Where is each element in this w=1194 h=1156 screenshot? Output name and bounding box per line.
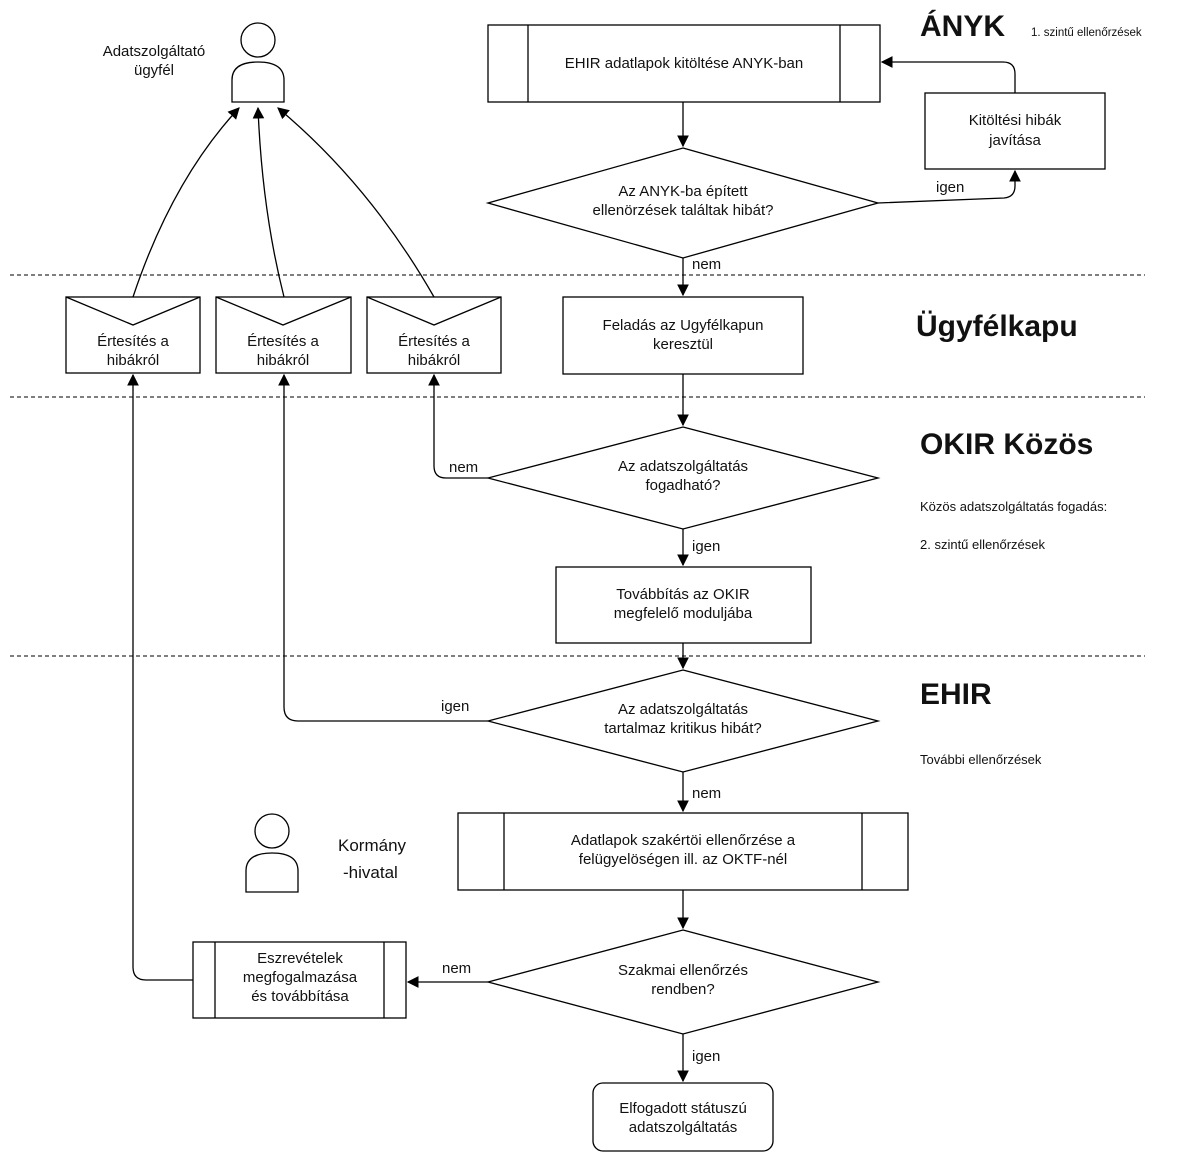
govoffice-actor-label-2: -hivatal: [343, 863, 398, 882]
professional-label-2: rendben?: [651, 981, 714, 998]
remarks-node: [192, 941, 407, 1019]
submit-label-2: keresztül: [653, 336, 713, 353]
edge-label-anyk-no: nem: [692, 256, 721, 273]
client-actor-label-1: Adatszolgáltató: [103, 43, 206, 60]
fix-errors-label-2: javítása: [988, 132, 1041, 149]
submit-label-1: Feladás az Ugyfélkapun: [603, 317, 764, 334]
notify-2-label-1: Értesítés a: [247, 333, 319, 350]
zone-note-okir-1: Közös adatszolgáltatás fogadás:: [920, 499, 1107, 514]
edge-label-critical-no: nem: [692, 785, 721, 802]
forward-node: [555, 566, 812, 644]
expert-check-label-2: felügyelöségen ill. az OKTF-nél: [579, 851, 787, 868]
expert-check-label-1: Adatlapok szakértöi ellenőrzése a: [571, 832, 796, 849]
forward-label-2: megfelelő moduljába: [614, 605, 753, 622]
zone-note-okir-2: 2. szintű ellenőrzések: [920, 537, 1046, 552]
zone-title-anyk: ÁNYK: [920, 9, 1005, 43]
edge-notify3-to-client: [277, 107, 435, 298]
edge-label-prof-no: nem: [442, 960, 471, 977]
zone-title-ugyfelkapu: Ügyfélkapu: [916, 310, 1078, 343]
zone-title-ehir: EHIR: [920, 678, 992, 711]
edge-label-critical-yes: igen: [441, 698, 469, 715]
edge-remarks-to-notify1: [127, 373, 193, 981]
critical-label-1: Az adatszolgáltatás: [618, 701, 748, 718]
notify-1-label-2: hibákról: [107, 352, 160, 369]
edge-label-accept-yes: igen: [692, 538, 720, 555]
fix-errors-label-1: Kitöltési hibák: [969, 112, 1062, 129]
accepted-label-2: adatszolgáltatás: [629, 1119, 737, 1136]
zone-note-ehir: További ellenőrzések: [920, 752, 1042, 767]
edge-notify2-to-client: [252, 106, 285, 298]
remarks-label-2: megfogalmazása: [243, 969, 358, 986]
forward-label-1: Továbbítás az OKIR: [616, 586, 750, 603]
edge-fix-to-fill: [880, 56, 1016, 93]
fill-forms-node: [487, 24, 881, 103]
acceptable-label-1: Az adatszolgáltatás: [618, 458, 748, 475]
notify-1-label-1: Értesítés a: [97, 333, 169, 350]
client-actor-icon: [231, 22, 285, 103]
notify-3-envelope-icon: [366, 296, 502, 374]
edge-label-accept-no: nem: [449, 459, 478, 476]
notify-2-label-2: hibákról: [257, 352, 310, 369]
zone-title-okir: OKIR Közös: [920, 428, 1093, 461]
govoffice-actor-icon: [245, 813, 299, 893]
fill-forms-label: EHIR adatlapok kitöltése ANYK-ban: [565, 55, 803, 72]
remarks-label-3: és továbbítása: [251, 988, 349, 1005]
edge-acceptable-no-to-notify3: [428, 373, 488, 479]
edge-label-prof-yes: igen: [692, 1048, 720, 1065]
govoffice-actor-label-1: Kormány: [338, 836, 407, 855]
zone-subtitle-anyk: 1. szintű ellenőrzések: [1031, 27, 1142, 39]
notify-3-label-2: hibákról: [408, 352, 461, 369]
accepted-label-1: Elfogadott státuszú: [619, 1100, 747, 1117]
notify-3-label-1: Értesítés a: [398, 333, 470, 350]
edge-check-yes-to-fix: [877, 169, 1021, 204]
professional-label-1: Szakmai ellenőrzés: [618, 962, 748, 979]
edge-label-anyk-yes: igen: [936, 179, 964, 196]
critical-label-2: tartalmaz kritikus hibát?: [604, 720, 762, 737]
edge-notify1-to-client: [132, 107, 240, 298]
remarks-label-1: Eszrevételek: [257, 950, 343, 967]
submit-node: [562, 296, 804, 375]
anyk-check-label-2: ellenörzések találtak hibát?: [593, 202, 774, 219]
accepted-terminal: [592, 1082, 774, 1152]
anyk-check-label-1: Az ANYK-ba épített: [618, 183, 748, 200]
edge-critical-yes-to-notify2: [278, 373, 488, 722]
client-actor-label-2: ügyfél: [134, 62, 174, 79]
notify-1-envelope-icon: [65, 296, 201, 374]
fix-errors-node: [924, 92, 1106, 170]
acceptable-label-2: fogadható?: [645, 477, 720, 494]
